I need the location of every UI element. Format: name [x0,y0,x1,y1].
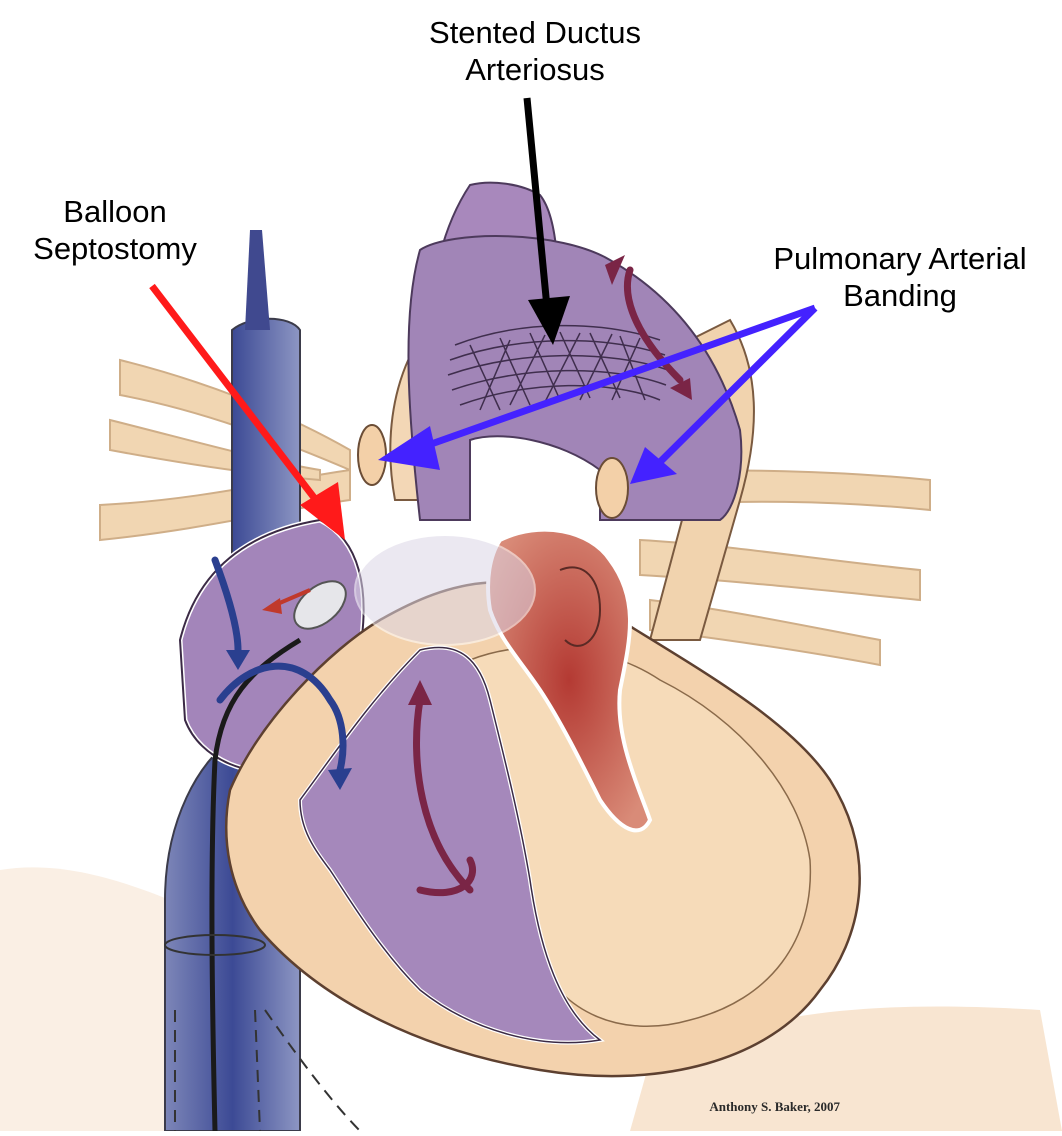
artist-credit: Anthony S. Baker, 2007 [709,1099,840,1115]
balloon-septostomy-label: Balloon Septostomy [20,193,210,267]
main-pulmonary-trunk [408,236,741,520]
pulmonary-banding-label: Pulmonary Arterial Banding [750,240,1050,314]
left-shadow [0,867,170,1131]
stented-ductus-label: Stented Ductus Arteriosus [400,14,670,88]
balloon-septostomy-label-line2: Septostomy [20,230,210,267]
left-band [358,425,386,485]
pulmonary-banding-label-line1: Pulmonary Arterial [750,240,1050,277]
valve-region [355,535,535,645]
stented-ductus-label-line1: Stented Ductus [400,14,670,51]
stented-ductus-label-line2: Arteriosus [400,51,670,88]
vena-cava-top [245,230,270,330]
pulmonary-banding-label-line2: Banding [750,277,1050,314]
right-band [596,458,628,518]
balloon-septostomy-label-line1: Balloon [20,193,210,230]
